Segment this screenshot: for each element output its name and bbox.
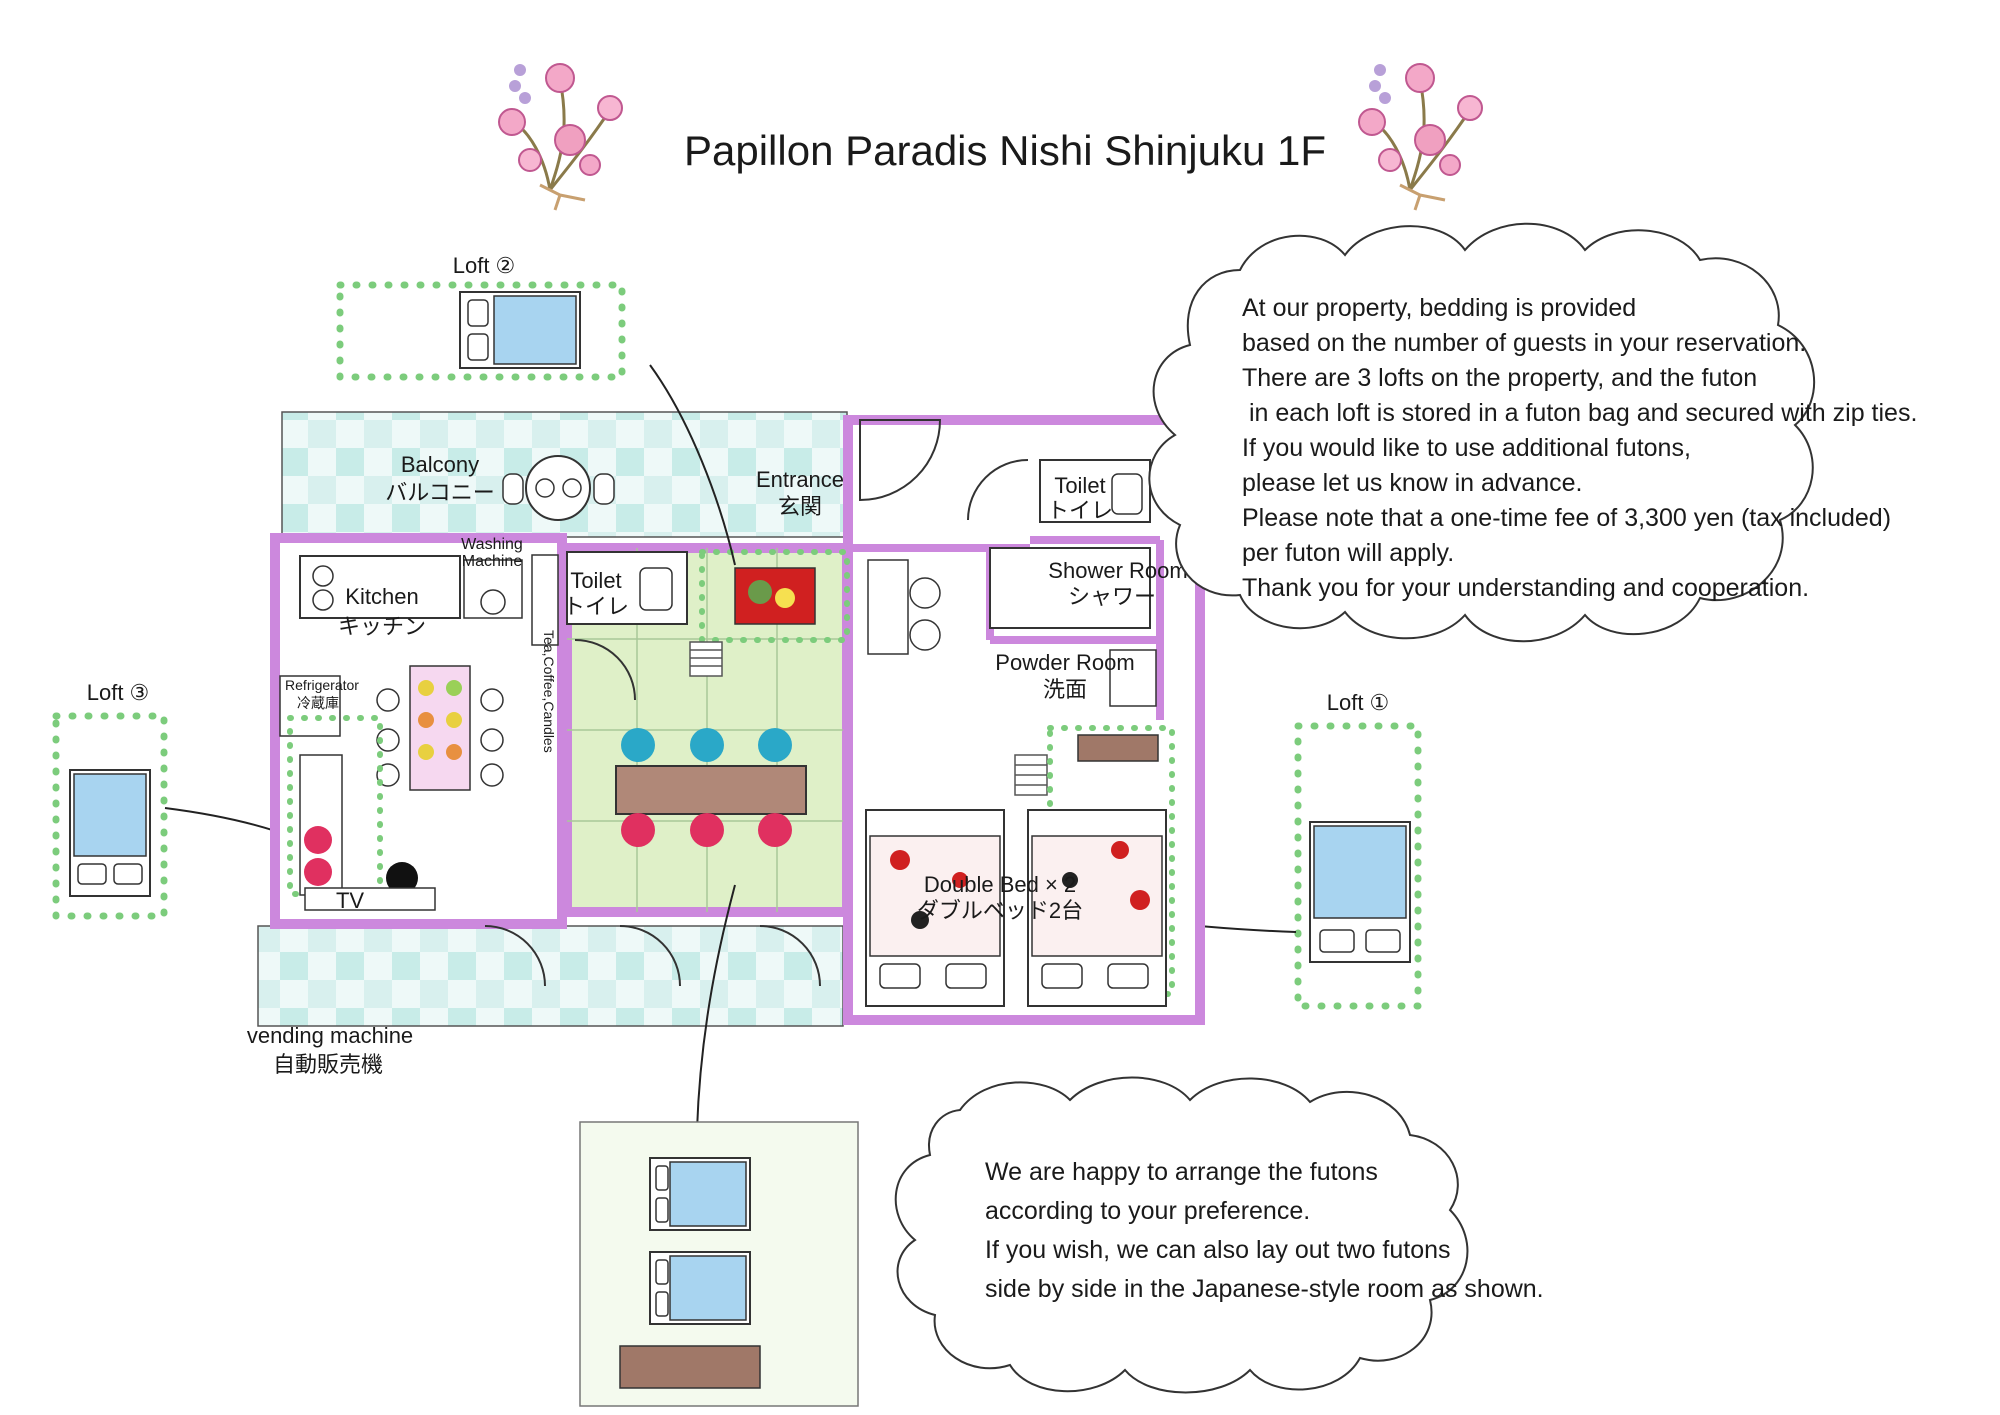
- note-top-line-6: please let us know in advance.: [1242, 469, 1583, 497]
- loft-1-label: Loft ①: [1327, 690, 1390, 715]
- cushion-blue-2: [690, 728, 724, 762]
- vending-label-en: vending machine: [247, 1023, 413, 1048]
- ladder-icon: [689, 641, 723, 677]
- tv-label: TV: [336, 888, 364, 913]
- shower-room: [989, 547, 1151, 629]
- powder-label-en: Powder Room: [995, 650, 1134, 675]
- balcony-label-jp: バルコニー: [385, 480, 495, 505]
- page-title: Papillon Paradis Nishi Shinjuku 1F: [684, 127, 1326, 174]
- note-bottom-line-2: according to your preference.: [985, 1197, 1310, 1225]
- kitchen-label-jp: キッチン: [338, 614, 426, 639]
- cushion-blue-3: [758, 728, 792, 762]
- toilet-right-label-jp: トイレ: [1047, 498, 1113, 523]
- loft-2-label: Loft ②: [453, 253, 516, 278]
- loft-3-area: [52, 712, 168, 920]
- cushion-blue-1: [621, 728, 655, 762]
- balcony-label-en: Balcony: [401, 452, 479, 477]
- note-cloud-top: At our property, bedding is provided bas…: [1148, 222, 1917, 643]
- shower-label-jp: シャワー: [1068, 584, 1156, 609]
- refrigerator: [279, 675, 341, 737]
- door-1: [484, 925, 546, 987]
- toilet-right-fixture: [1111, 473, 1143, 515]
- loft-2-futon: [459, 291, 581, 369]
- kitchen-label-en: Kitchen: [345, 584, 418, 609]
- note-top-line-4: in each loft is stored in a futon bag an…: [1242, 399, 1917, 427]
- toilet-left-label-jp: トイレ: [563, 594, 629, 619]
- tea-label: Tea,Coffee,Candles: [541, 630, 557, 753]
- black-ottoman: [386, 862, 418, 894]
- japanese-room-pointer: [696, 884, 736, 1131]
- double-bed-label-en: Double Bed × 2: [924, 872, 1076, 897]
- cushion-red-2: [690, 813, 724, 847]
- entrance-label-en: Entrance: [756, 467, 844, 492]
- note-bottom-line-4: side by side in the Japanese-style room …: [985, 1275, 1544, 1303]
- corridor-area: [257, 925, 844, 1027]
- note-top-line-3: There are 3 lofts on the property, and t…: [1242, 364, 1757, 392]
- tv-stand: [304, 887, 436, 911]
- note-top-line-8: per futon will apply.: [1242, 539, 1454, 567]
- powder-label-jp: 洗面: [1043, 677, 1087, 702]
- ladder-right-icon: [1014, 754, 1048, 796]
- double-bed-1: [865, 809, 1005, 1007]
- cushion-red-1: [621, 813, 655, 847]
- door-2: [619, 925, 681, 987]
- note-top-line-7: Please note that a one-time fee of 3,300…: [1242, 504, 1891, 532]
- toilet-door-right: [967, 459, 1029, 521]
- refrigerator-label-en: Refrigerator: [285, 677, 359, 693]
- japanese-room-inset: [579, 1121, 859, 1407]
- balcony-table: [502, 455, 615, 521]
- washing-label-2: Machine: [462, 553, 523, 570]
- shower-label-en: Shower Room: [1048, 558, 1187, 583]
- inset-futon-2: [649, 1251, 751, 1325]
- inset-futon-bag: [619, 1345, 761, 1389]
- loft-1-futon: [1309, 821, 1411, 963]
- note-bottom-line-1: We are happy to arrange the futons: [985, 1158, 1378, 1186]
- flower-bouquet-right: [1357, 62, 1484, 212]
- note-bottom-line-3: If you wish, we can also lay out two fut…: [985, 1236, 1451, 1264]
- flower-bouquet-left: [497, 62, 624, 212]
- refrigerator-label-jp: 冷蔵庫: [297, 695, 339, 711]
- vending-label-jp: 自動販売機: [273, 1052, 383, 1077]
- loft-2-storage-outline: [699, 549, 850, 643]
- double-bed-label-jp: ダブルベッド2台: [917, 898, 1083, 923]
- low-table: [615, 765, 807, 815]
- loft-2-pointer: [649, 364, 736, 566]
- floor-plan: Balcony バルコニー Entrance 玄関 Toilet トイレ Toi…: [257, 364, 1205, 1131]
- door-4: [574, 639, 636, 701]
- toilet-left-fixture: [639, 567, 673, 611]
- loft-2-area: [336, 281, 626, 381]
- loft-1-storage-bag: [1077, 734, 1159, 762]
- washing-label-1: Washing: [461, 536, 523, 553]
- note-top-line-9: Thank you for your understanding and coo…: [1242, 574, 1809, 602]
- sofa-cushion-1: [304, 826, 332, 854]
- toilet-left-label-en: Toilet: [570, 568, 621, 593]
- loft-3-futon: [69, 769, 151, 897]
- loft-3-label: Loft ③: [87, 680, 150, 705]
- sofa-cushion-2: [304, 858, 332, 886]
- cushion-red-3: [758, 813, 792, 847]
- note-top-line-1: At our property, bedding is provided: [1242, 294, 1636, 322]
- note-cloud-bottom: We are happy to arrange the futons accor…: [894, 1076, 1544, 1394]
- note-top-line-2: based on the number of guests in your re…: [1242, 329, 1806, 357]
- tea-shelf: [531, 554, 559, 646]
- door-3: [759, 925, 821, 987]
- genkan-mat: [734, 567, 816, 625]
- double-bed-2: [1027, 809, 1167, 1007]
- powder-sink: [1109, 649, 1157, 707]
- loft-1-area: [1294, 722, 1422, 1010]
- entrance-label-jp: 玄関: [778, 494, 822, 519]
- entrance-door: [859, 419, 942, 502]
- inset-futon-1: [649, 1157, 751, 1231]
- note-top-line-5: If you would like to use additional futo…: [1242, 434, 1691, 462]
- toilet-right-label-en: Toilet: [1054, 473, 1105, 498]
